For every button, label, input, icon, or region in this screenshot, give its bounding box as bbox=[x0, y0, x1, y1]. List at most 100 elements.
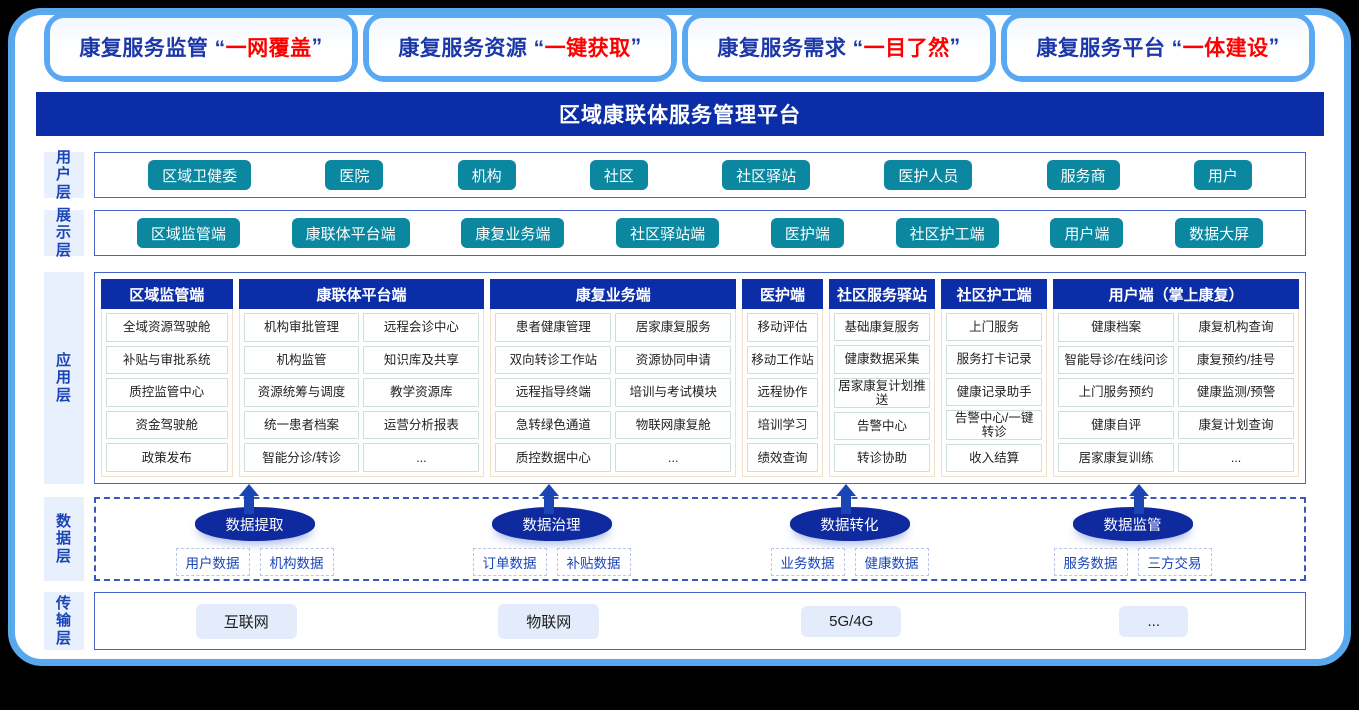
app-item[interactable]: 质控数据中心 bbox=[495, 443, 612, 472]
app-column-4: 医护端移动评估移动工作站远程协作培训学习绩效查询 bbox=[742, 279, 823, 477]
user-layer-item-5[interactable]: 社区驿站 bbox=[722, 160, 811, 190]
app-column-1: 区域监管端全域资源驾驶舱补贴与审批系统质控监管中心资金驾驶舱政策发布 bbox=[101, 279, 233, 477]
app-item[interactable]: 居家康复训练 bbox=[1058, 443, 1175, 472]
app-item[interactable]: 上门服务 bbox=[946, 313, 1043, 342]
presentation-layer-item-2[interactable]: 康联体平台端 bbox=[291, 218, 410, 248]
app-item[interactable]: 资源协同申请 bbox=[615, 345, 732, 375]
user-layer-item-2[interactable]: 医院 bbox=[325, 160, 384, 190]
transport-cell-1: 互联网 bbox=[95, 603, 398, 639]
app-item[interactable]: 移动评估 bbox=[747, 313, 818, 342]
app-item[interactable]: 康复计划查询 bbox=[1178, 410, 1295, 440]
app-item[interactable]: 转诊协助 bbox=[833, 443, 931, 472]
app-item[interactable]: 健康监测/预警 bbox=[1178, 378, 1295, 407]
layer-label-transport: 传输层 bbox=[44, 592, 84, 650]
top-banner-row: 康复服务监管 “一网覆盖”康复服务资源 “一键获取”康复服务需求 “一目了然”康… bbox=[8, 6, 1351, 84]
app-item[interactable]: 绩效查询 bbox=[747, 443, 818, 472]
transport-item[interactable]: ... bbox=[1119, 605, 1188, 637]
app-item[interactable]: 统一患者档案 bbox=[243, 410, 360, 440]
transport-item[interactable]: 5G/4G bbox=[801, 605, 902, 637]
banner-highlight: 一键获取 bbox=[544, 37, 631, 60]
top-banner-3: 康复服务需求 “一目了然” bbox=[688, 18, 990, 76]
user-layer-item-8[interactable]: 用户 bbox=[1193, 160, 1252, 190]
app-item[interactable]: 运营分析报表 bbox=[363, 410, 480, 440]
app-item[interactable]: 康复预约/挂号 bbox=[1178, 345, 1295, 375]
presentation-layer-item-5[interactable]: 医护端 bbox=[770, 218, 844, 248]
user-layer-item-1[interactable]: 区域卫健委 bbox=[148, 160, 252, 190]
app-item[interactable]: 居家康复服务 bbox=[615, 313, 732, 342]
presentation-layer-item-6[interactable]: 社区护工端 bbox=[895, 218, 999, 248]
presentation-layer-row: 区域监管端 康联体平台端 康复业务端 社区驿站端 医护端 社区护工端 用户端 数据大屏 bbox=[94, 210, 1306, 256]
app-item[interactable]: 智能分诊/转诊 bbox=[243, 443, 360, 472]
app-column-2: 康联体平台端机构审批管理机构监管资源统筹与调度统一患者档案智能分诊/转诊远程会诊… bbox=[238, 279, 485, 477]
data-tag[interactable]: 三方交易 bbox=[1137, 548, 1212, 576]
app-item[interactable]: 知识库及共享 bbox=[363, 345, 480, 375]
app-item[interactable]: 收入结算 bbox=[946, 443, 1043, 472]
data-cylinder-badge[interactable]: 数据治理 bbox=[491, 507, 612, 541]
app-item[interactable]: 告警中心 bbox=[833, 411, 931, 440]
app-item[interactable]: 远程会诊中心 bbox=[363, 313, 480, 342]
app-item[interactable]: 资金驾驶舱 bbox=[106, 410, 228, 440]
presentation-layer-item-1[interactable]: 区域监管端 bbox=[136, 218, 240, 248]
app-column-group-1: 基础康复服务健康数据采集居家康复计划推送告警中心转诊协助 bbox=[833, 313, 931, 472]
data-tag[interactable]: 健康数据 bbox=[854, 548, 929, 576]
app-column-group-2: 康复机构查询康复预约/挂号健康监测/预警康复计划查询... bbox=[1178, 313, 1295, 472]
app-item[interactable]: 远程协作 bbox=[747, 378, 818, 407]
presentation-layer-item-4[interactable]: 社区驿站端 bbox=[616, 218, 720, 248]
app-item[interactable]: 质控监管中心 bbox=[106, 378, 228, 407]
presentation-layer-item-3[interactable]: 康复业务端 bbox=[461, 218, 565, 248]
app-item[interactable]: 机构审批管理 bbox=[243, 313, 360, 342]
banner-highlight: 一网覆盖 bbox=[225, 37, 312, 60]
app-item[interactable]: 远程指导终端 bbox=[495, 378, 612, 407]
app-item[interactable]: 培训与考试模块 bbox=[615, 378, 732, 407]
app-item[interactable]: 物联网康复舱 bbox=[615, 410, 732, 440]
presentation-layer-item-8[interactable]: 数据大屏 bbox=[1175, 218, 1264, 248]
app-column-5: 社区服务驿站基础康复服务健康数据采集居家康复计划推送告警中心转诊协助 bbox=[828, 279, 936, 477]
app-column-6: 社区护工端上门服务服务打卡记录健康记录助手告警中心/一键转诊收入结算 bbox=[941, 279, 1048, 477]
app-item[interactable]: 健康记录助手 bbox=[946, 377, 1043, 406]
app-item[interactable]: 政策发布 bbox=[106, 443, 228, 472]
app-item[interactable]: 健康档案 bbox=[1058, 313, 1175, 342]
data-tag[interactable]: 订单数据 bbox=[472, 548, 547, 576]
app-item[interactable]: 告警中心/一键转诊 bbox=[946, 409, 1043, 440]
app-item[interactable]: ... bbox=[1178, 443, 1295, 472]
banner-highlight: 一体建设 bbox=[1182, 37, 1269, 60]
app-item[interactable]: 培训学习 bbox=[747, 410, 818, 440]
app-item[interactable]: 上门服务预约 bbox=[1058, 378, 1175, 407]
app-item[interactable]: 教学资源库 bbox=[363, 378, 480, 407]
app-item[interactable]: 健康数据采集 bbox=[833, 345, 931, 374]
user-layer-item-4[interactable]: 社区 bbox=[589, 160, 648, 190]
data-tag[interactable]: 机构数据 bbox=[259, 548, 334, 576]
app-item[interactable]: 补贴与审批系统 bbox=[106, 345, 228, 375]
app-item[interactable]: 机构监管 bbox=[243, 345, 360, 375]
data-tag[interactable]: 补贴数据 bbox=[556, 548, 631, 576]
flow-arrow-up-icon bbox=[239, 484, 259, 514]
app-item[interactable]: 服务打卡记录 bbox=[946, 345, 1043, 374]
app-item[interactable]: 移动工作站 bbox=[747, 345, 818, 375]
transport-item[interactable]: 物联网 bbox=[498, 603, 600, 639]
transport-item[interactable]: 互联网 bbox=[195, 603, 297, 639]
presentation-layer-item-7[interactable]: 用户端 bbox=[1050, 218, 1124, 248]
data-cylinder-badge[interactable]: 数据监管 bbox=[1072, 507, 1193, 541]
app-item[interactable]: ... bbox=[615, 443, 732, 472]
data-tag[interactable]: 用户数据 bbox=[175, 548, 250, 576]
app-item[interactable]: 基础康复服务 bbox=[833, 313, 931, 342]
flow-arrow-up-icon bbox=[1129, 484, 1149, 514]
data-tag[interactable]: 服务数据 bbox=[1053, 548, 1128, 576]
app-item[interactable]: 健康自评 bbox=[1058, 410, 1175, 440]
app-item[interactable]: 居家康复计划推送 bbox=[833, 377, 931, 408]
app-item[interactable]: 急转绿色通道 bbox=[495, 410, 612, 440]
app-item[interactable]: 智能导诊/在线问诊 bbox=[1058, 345, 1175, 375]
app-item[interactable]: 康复机构查询 bbox=[1178, 313, 1295, 342]
app-item[interactable]: 双向转诊工作站 bbox=[495, 345, 612, 375]
app-item[interactable]: 患者健康管理 bbox=[495, 313, 612, 342]
data-cylinder-badge[interactable]: 数据提取 bbox=[194, 507, 315, 541]
app-column-header: 康复业务端 bbox=[490, 279, 737, 309]
data-tag[interactable]: 业务数据 bbox=[770, 548, 845, 576]
user-layer-item-6[interactable]: 医护人员 bbox=[884, 160, 973, 190]
app-item[interactable]: 资源统筹与调度 bbox=[243, 378, 360, 407]
user-layer-item-3[interactable]: 机构 bbox=[457, 160, 516, 190]
app-item[interactable]: 全域资源驾驶舱 bbox=[106, 313, 228, 342]
app-item[interactable]: ... bbox=[363, 443, 480, 472]
application-layer-row: 区域监管端全域资源驾驶舱补贴与审批系统质控监管中心资金驾驶舱政策发布康联体平台端… bbox=[94, 272, 1306, 484]
user-layer-item-7[interactable]: 服务商 bbox=[1046, 160, 1120, 190]
